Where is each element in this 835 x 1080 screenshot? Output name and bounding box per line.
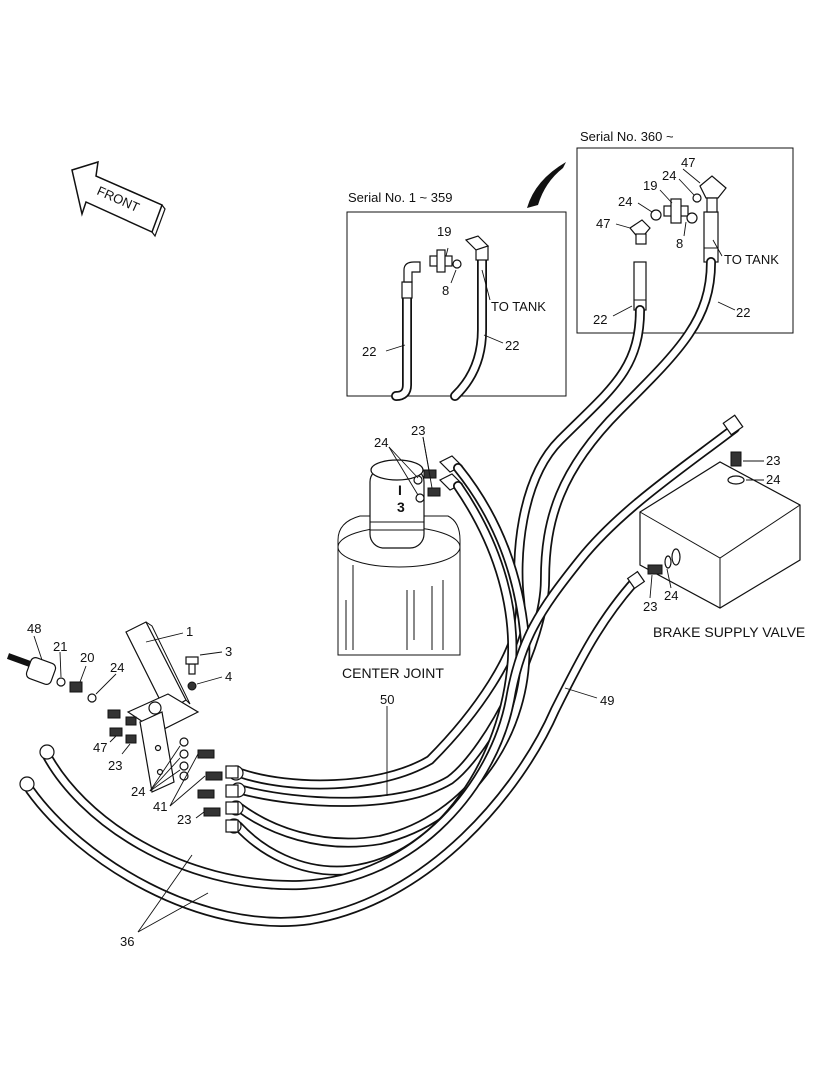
brake-supply-valve: BRAKE SUPPLY VALVE 23 24 23 24 — [639, 451, 805, 640]
part-22b: 22 — [505, 338, 519, 353]
part-22d: 22 — [736, 305, 750, 320]
to-tank-old: TO TANK — [491, 299, 546, 314]
inset-serial-new: Serial No. 360 ~ 47 24 19 24 47 8 TO — [576, 129, 794, 334]
part-36: 36 — [120, 934, 134, 949]
part-22a: 22 — [362, 344, 376, 359]
part-24g: 24 — [131, 784, 145, 799]
part-47c: 47 — [93, 740, 107, 755]
part-19b: 19 — [643, 178, 657, 193]
part-22c: 22 — [593, 312, 607, 327]
part-21: 21 — [53, 639, 67, 654]
part-49: 49 — [600, 693, 614, 708]
part-8b: 8 — [676, 236, 683, 251]
part-23c: 23 — [643, 599, 657, 614]
part-24b: 24 — [618, 194, 632, 209]
part-50: 50 — [380, 692, 394, 707]
center-joint-label: CENTER JOINT — [342, 665, 444, 681]
joint-mark-1: I — [398, 482, 402, 498]
part-24f: 24 — [110, 660, 124, 675]
part-24d: 24 — [766, 472, 780, 487]
part-47a: 47 — [681, 155, 695, 170]
part-24e: 24 — [664, 588, 678, 603]
part-24a: 24 — [662, 168, 676, 183]
serial-new-title: Serial No. 360 ~ — [580, 129, 674, 144]
part-23a: 23 — [411, 423, 425, 438]
callout-arrow-icon — [527, 162, 566, 208]
part-23e: 23 — [177, 812, 191, 827]
part-41: 41 — [153, 799, 167, 814]
part-8a: 8 — [442, 283, 449, 298]
center-joint: I 3 CENTER JOINT — [337, 459, 461, 681]
inset-serial-old: Serial No. 1 ~ 359 19 8 TO TANK 22 22 — [346, 190, 567, 401]
part-20: 20 — [80, 650, 94, 665]
part-48: 48 — [27, 621, 41, 636]
to-tank-new: TO TANK — [724, 252, 779, 267]
part-24c: 24 — [374, 435, 388, 450]
part-47b: 47 — [596, 216, 610, 231]
pedal-valve-assembly: 1 3 4 48 21 20 24 47 23 — [6, 621, 239, 833]
serial-old-title: Serial No. 1 ~ 359 — [348, 190, 452, 205]
part-4: 4 — [225, 669, 232, 684]
front-arrow-icon: FRONT — [71, 160, 166, 238]
part-3: 3 — [225, 644, 232, 659]
hose-bundle: 50 49 36 — [19, 257, 744, 949]
brake-supply-valve-label: BRAKE SUPPLY VALVE — [653, 624, 805, 640]
part-23b: 23 — [766, 453, 780, 468]
part-23d: 23 — [108, 758, 122, 773]
part-1: 1 — [186, 624, 193, 639]
part-19a: 19 — [437, 224, 451, 239]
joint-mark-3: 3 — [397, 499, 405, 515]
